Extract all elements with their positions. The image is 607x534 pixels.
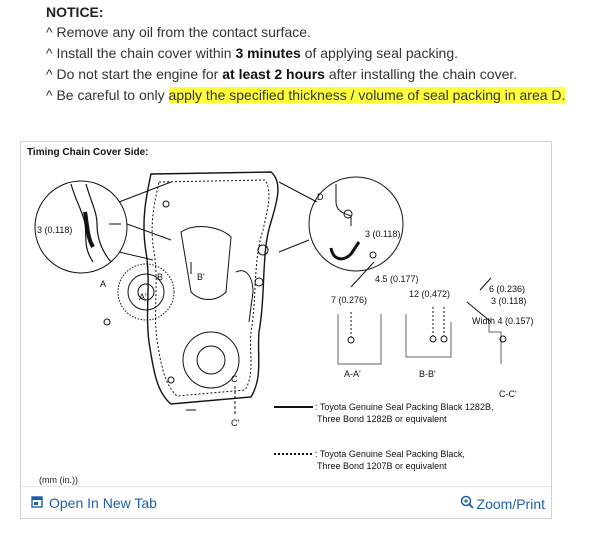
label-dim-3: 3 (0.118) (491, 296, 526, 306)
label-section-cc: C-C' (499, 389, 517, 399)
zoom-print-label: Zoom/Print (476, 495, 545, 512)
open-in-new-tab-link[interactable]: Open In New Tab (31, 495, 157, 511)
label-C: C (231, 374, 238, 384)
new-tab-icon (31, 495, 43, 511)
highlighted-text: apply the specified thickness / volume o… (168, 87, 566, 103)
label-right-dim: 3 (0.118) (365, 229, 400, 239)
label-dim-12: 12 (0.472) (409, 289, 450, 299)
notice-section: NOTICE: ^ Remove any oil from the contac… (46, 2, 602, 106)
label-A-prime: A' (139, 292, 147, 302)
notice-title: NOTICE: (46, 4, 104, 20)
label-D: D (317, 192, 324, 202)
label-B-prime: B' (197, 272, 205, 282)
zoom-print-link[interactable]: Zoom/Print (460, 495, 545, 512)
right-detail-circle (308, 176, 404, 272)
timing-chain-cover-diagram: 3 (0.118) 3 (0.118) D A A' B B' C C' 4.5… (34, 171, 534, 471)
label-A: A (100, 279, 106, 289)
label-width: Width 4 (0.157) (472, 316, 534, 326)
notice-line-4: ^ Be careful to only apply the specified… (46, 87, 566, 103)
label-dim-7: 7 (0.276) (331, 295, 367, 305)
notice-line-3: ^ Do not start the engine for at least 2… (46, 66, 518, 82)
notice-line-2: ^ Install the chain cover within 3 minut… (46, 45, 459, 61)
figure-card: Timing Chain Cover Side: (20, 141, 552, 519)
magnifier-icon (460, 495, 474, 512)
label-section-aa: A-A' (344, 369, 361, 379)
label-dim-4-5: 4.5 (0.177) (375, 274, 419, 284)
label-dim-6: 6 (0.236) (489, 284, 525, 294)
label-C-prime: C' (231, 418, 239, 428)
open-in-new-tab-label: Open In New Tab (49, 495, 157, 511)
notice-line-1: ^ Remove any oil from the contact surfac… (46, 24, 311, 40)
units-label: (mm (in.)) (39, 475, 78, 485)
label-section-bb: B-B' (419, 369, 436, 379)
figure-footer: Open In New Tab Zoom/Print (21, 486, 551, 518)
cover-outline (143, 171, 279, 405)
figure-title: Timing Chain Cover Side: (27, 147, 149, 158)
left-detail-circle (34, 180, 128, 274)
legend-solid-line-2: Three Bond 1282B or equivalent (317, 414, 447, 424)
legend-dotted-line-2: Three Bond 1207B or equivalent (317, 461, 447, 471)
label-left-dim: 3 (0.118) (37, 225, 72, 235)
label-B: B (157, 272, 163, 282)
legend-solid-line-1: : Toyota Genuine Seal Packing Black 1282… (315, 402, 493, 412)
legend-dotted-line-1: : Toyota Genuine Seal Packing Black, (315, 449, 465, 459)
